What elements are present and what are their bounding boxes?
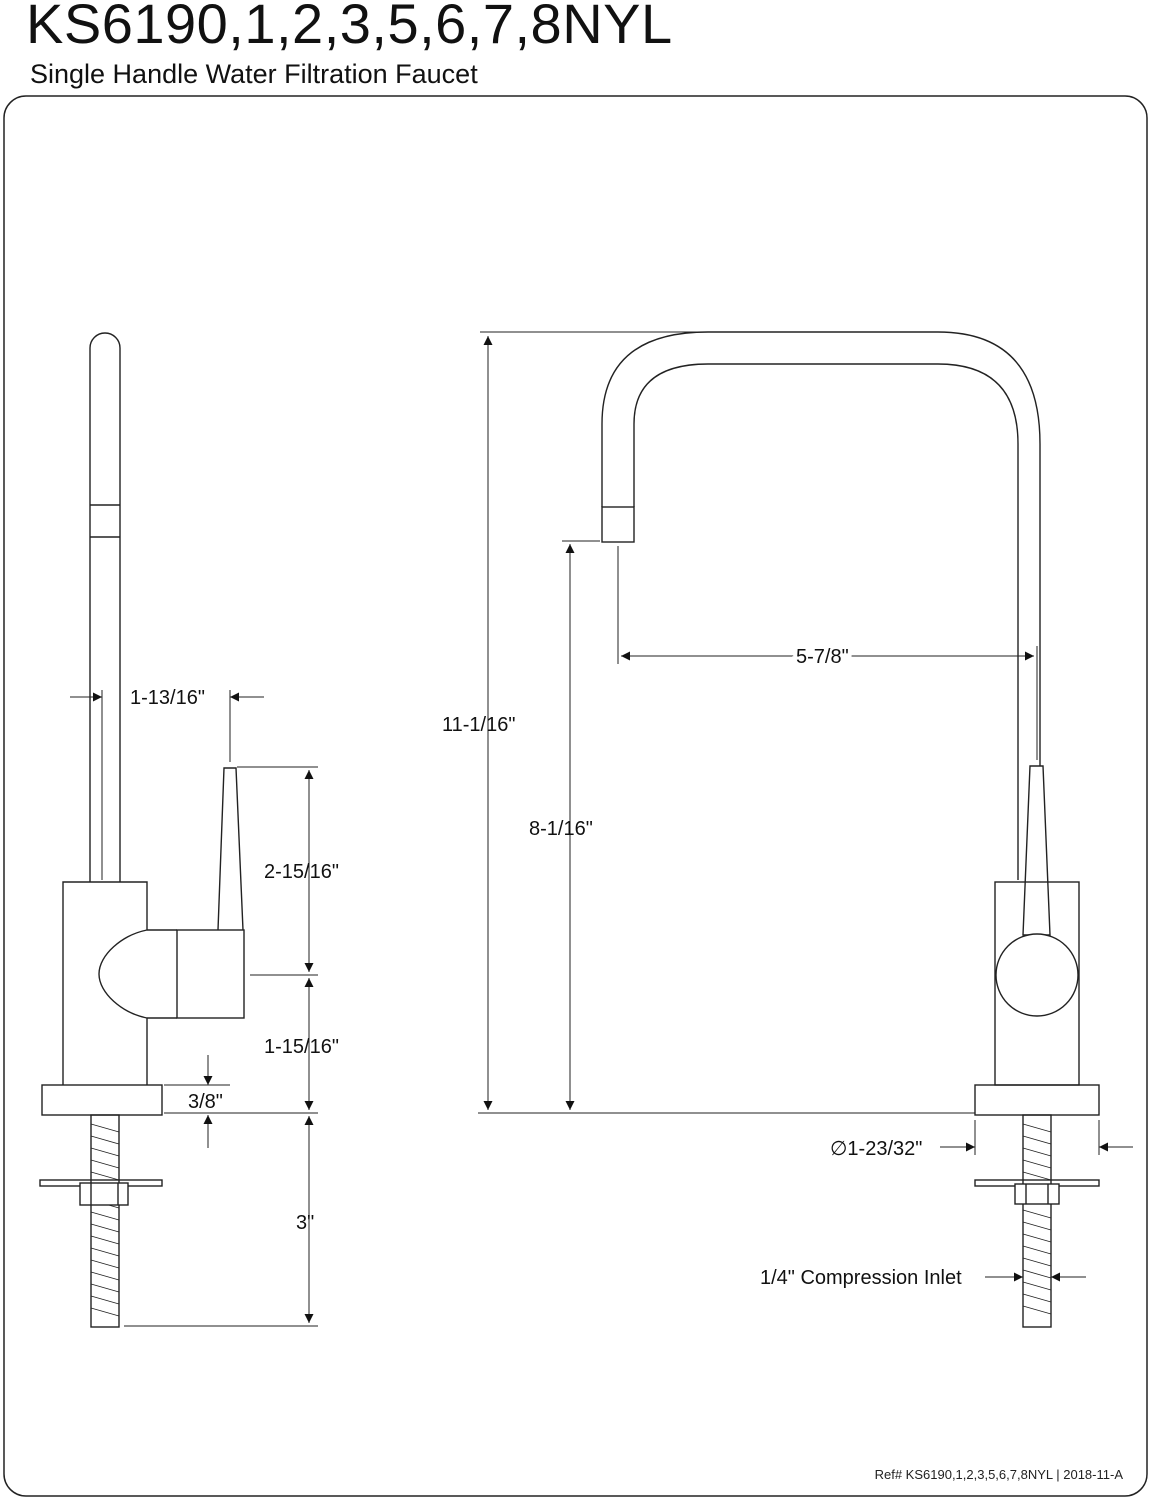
front-dimensions: [478, 331, 1133, 1282]
dim-front-overall-height: 11-1/16": [442, 714, 515, 736]
dim-side-base-thickness: 3/8": [188, 1091, 223, 1113]
front-handle-lever: [1022, 765, 1051, 936]
side-spout: [89, 332, 121, 882]
model-title: KS6190,1,2,3,5,6,7,8NYL: [26, 0, 673, 55]
front-shank: [1022, 1114, 1052, 1328]
side-dimensions: [70, 690, 318, 1327]
dim-side-shank-length: 3": [296, 1212, 314, 1234]
front-nut: [1014, 1183, 1060, 1205]
product-subtitle: Single Handle Water Filtration Faucet: [30, 59, 478, 89]
side-nut: [79, 1182, 129, 1206]
side-body: [62, 881, 148, 1085]
front-base: [974, 1084, 1100, 1116]
front-spout: [601, 331, 1041, 766]
side-handle-hub: [176, 929, 245, 1019]
dim-front-spout-clearance: 8-1/16": [529, 818, 593, 840]
dim-side-handle-height: 2-15/16": [264, 861, 339, 883]
side-handle-lever: [217, 767, 244, 931]
front-spout-tip: [601, 506, 635, 543]
drawing-frame: [3, 95, 1148, 1497]
side-base: [41, 1084, 163, 1116]
dim-front-spout-reach: 5-7/8": [796, 646, 849, 668]
side-view: [39, 332, 245, 1328]
dim-side-spout-to-handle: 1-13/16": [130, 687, 205, 709]
dim-front-base-diameter: ∅1-23/32": [830, 1138, 922, 1160]
dim-front-inlet: 1/4" Compression Inlet: [760, 1267, 962, 1289]
dim-side-body-height: 1-15/16": [264, 1036, 339, 1058]
reference-footer: Ref# KS6190,1,2,3,5,6,7,8NYL | 2018-11-A: [875, 1467, 1124, 1482]
front-handle-hub: [995, 933, 1079, 1017]
front-view: [601, 331, 1100, 1328]
side-shank: [90, 1114, 120, 1328]
